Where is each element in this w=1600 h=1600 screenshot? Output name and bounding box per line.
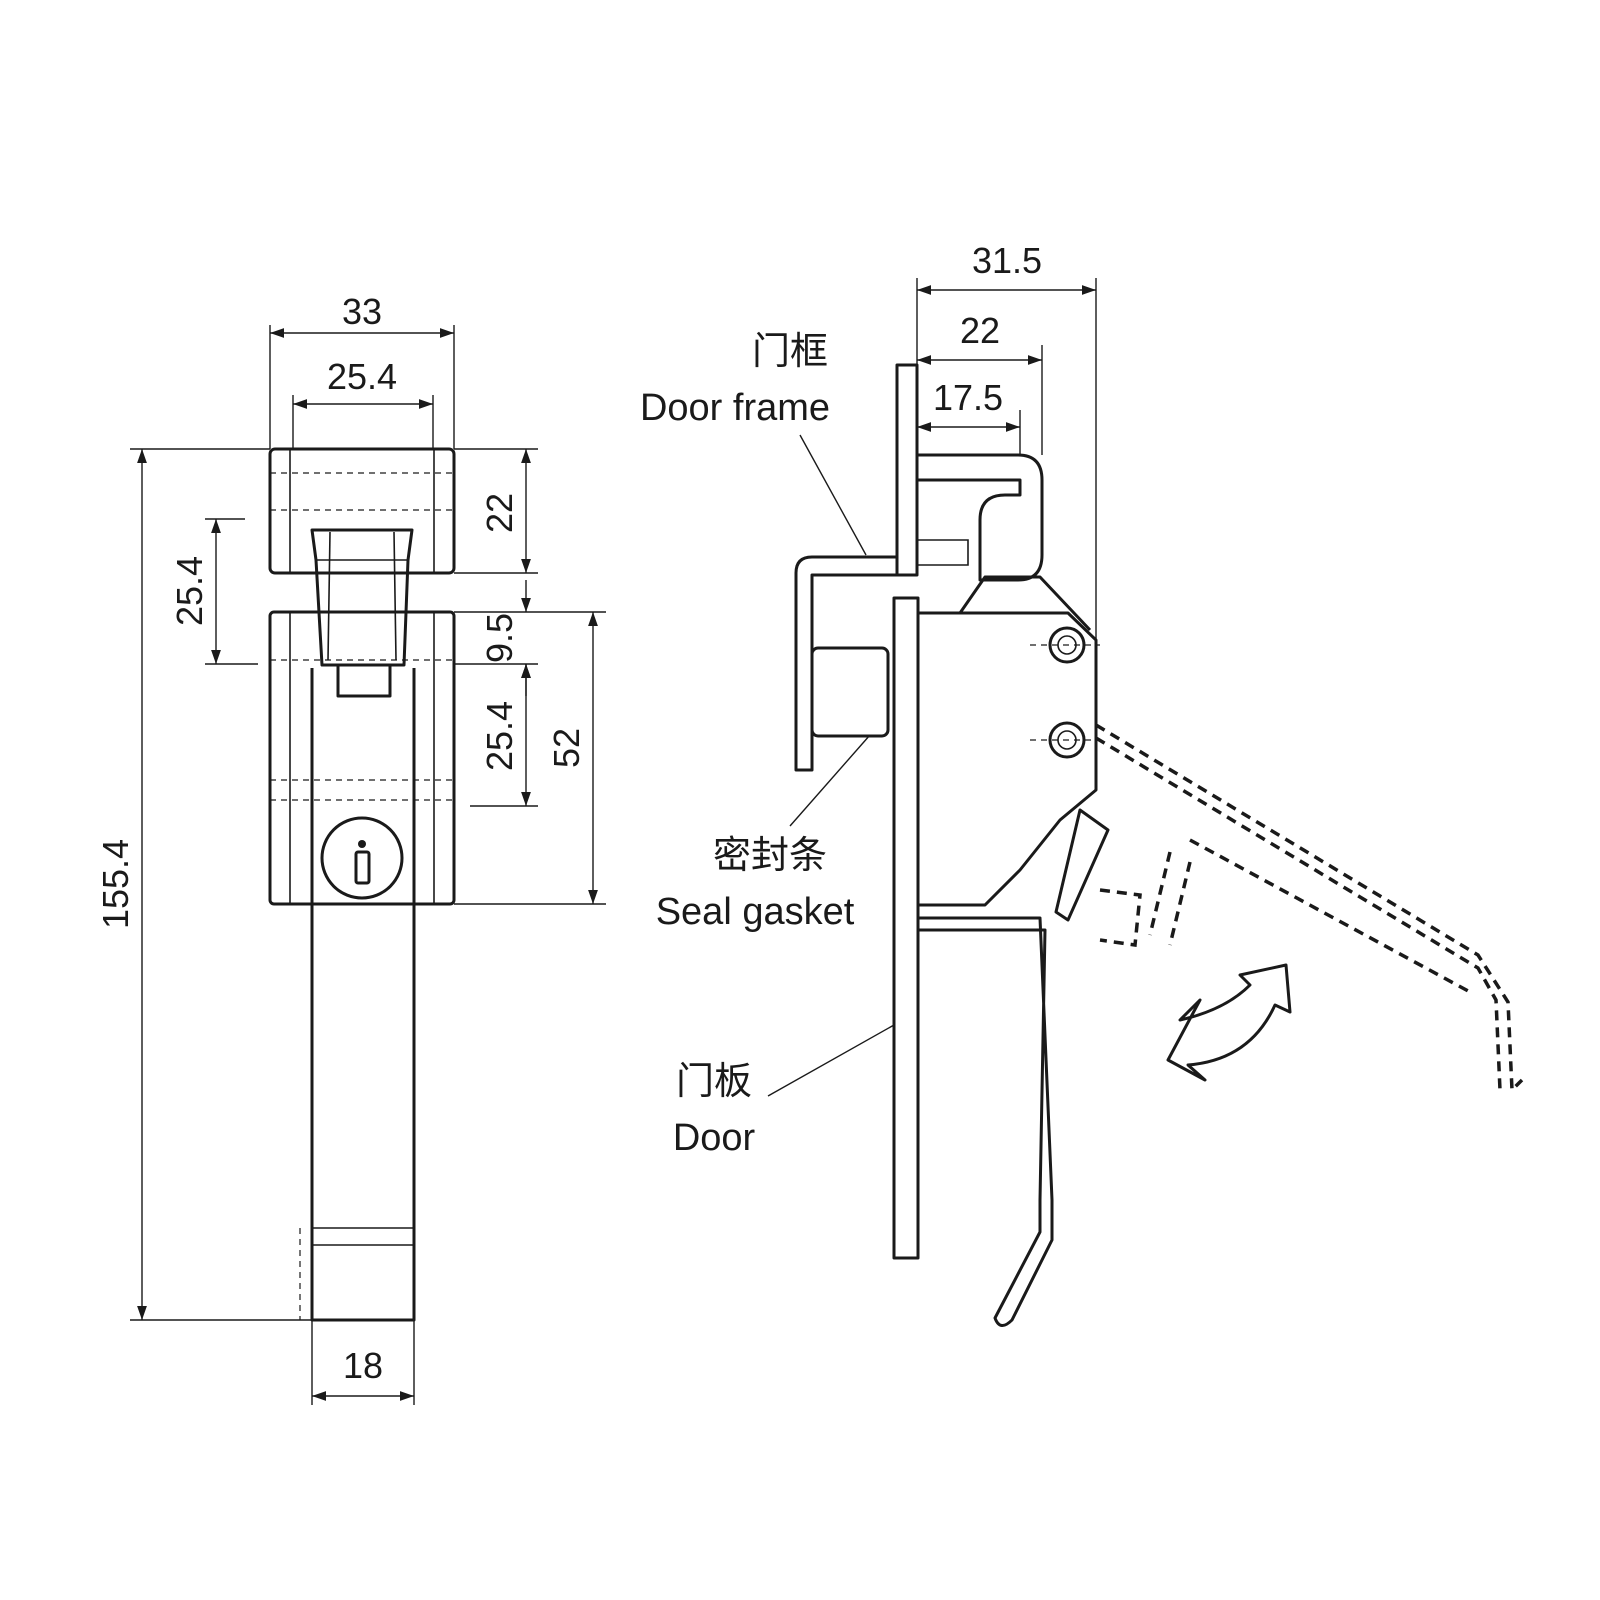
seal-gasket-block (810, 646, 890, 738)
dim-body-height-label: 52 (546, 728, 587, 768)
dim-body-height: 52 (454, 612, 606, 905)
base-body (268, 610, 456, 906)
dim-inner-width-label: 25.4 (327, 356, 397, 397)
dim-depth-mid-label: 22 (960, 310, 1000, 351)
door-frame-label-en: Door frame (640, 387, 830, 429)
dim-overall-width: 33 (269, 291, 455, 449)
door-label-en: Door (673, 1117, 756, 1159)
latch-body (918, 611, 1098, 907)
dim-offset-left-label: 25.4 (169, 556, 210, 626)
front-view: 33 25.4 22 25.4 9.5 (95, 291, 606, 1405)
hook-link (310, 528, 414, 698)
dim-overall-depth-label: 31.5 (972, 240, 1042, 281)
door-leader (767, 1024, 895, 1097)
door-label-cn: 门板 (676, 1061, 752, 1103)
dim-depth-inner-label: 17.5 (933, 377, 1003, 418)
dim-lower-offset: 25.4 (470, 664, 538, 807)
keyhole-icon (320, 816, 404, 900)
frame-bracket (794, 555, 897, 772)
dim-overall-height-label: 155.4 (95, 839, 136, 929)
door-panel (892, 596, 920, 1260)
strike-keeper (917, 453, 1044, 582)
dim-depth-inner: 17.5 (917, 377, 1021, 455)
dim-gap-label: 9.5 (479, 613, 520, 663)
door-frame-label-cn: 门框 (752, 331, 828, 373)
side-view: 31.5 22 17.5 门框 Door frame 密封条 Seal gask… (640, 240, 1524, 1327)
lever-handle (918, 916, 1054, 1327)
dim-handle-width: 18 (311, 1320, 415, 1405)
seal-gasket-leader (789, 734, 871, 827)
dim-top-height: 22 (454, 448, 538, 574)
door-frame-leader (799, 434, 867, 556)
dim-lower-offset-label: 25.4 (479, 701, 520, 771)
dim-gap: 9.5 (454, 580, 606, 696)
dim-inner-width: 25.4 (292, 356, 434, 449)
dim-overall-depth: 31.5 (916, 240, 1097, 640)
seal-gasket-label-cn: 密封条 (713, 835, 827, 877)
handle (299, 668, 416, 1322)
dim-top-height-label: 22 (479, 493, 520, 533)
dim-handle-width-label: 18 (343, 1345, 383, 1386)
dim-overall-height: 155.4 (95, 448, 312, 1321)
dim-offset-left: 25.4 (169, 518, 258, 665)
lever-open-position (1095, 723, 1524, 1095)
door-frame-plate (895, 363, 919, 577)
dim-overall-width-label: 33 (342, 291, 382, 332)
seal-gasket-label-en: Seal gasket (656, 891, 855, 933)
rotate-arrow-icon (1166, 963, 1292, 1082)
dim-depth-mid: 22 (917, 310, 1043, 455)
top-cap (268, 447, 456, 575)
